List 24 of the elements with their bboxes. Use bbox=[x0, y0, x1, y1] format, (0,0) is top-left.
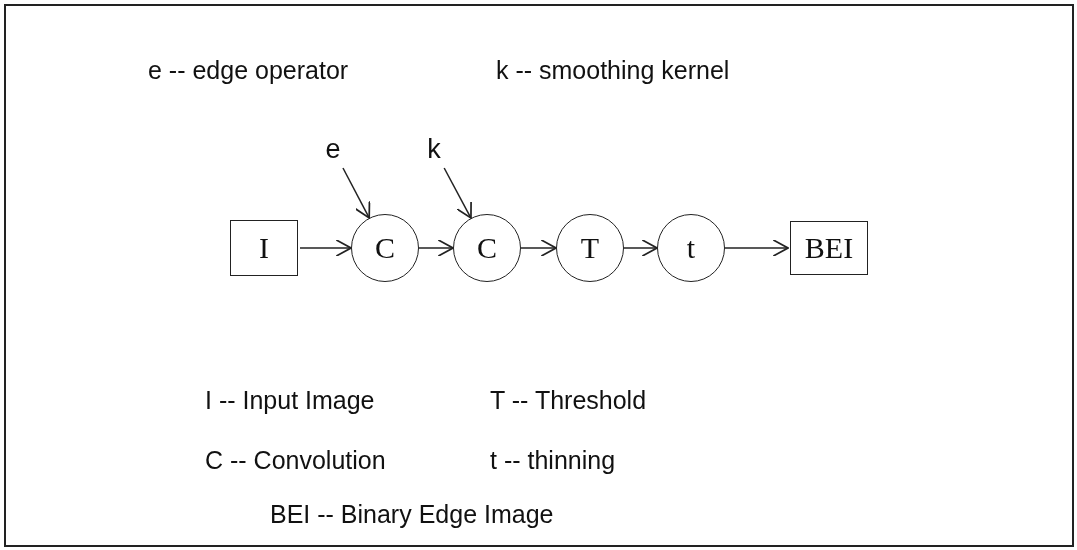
operator-symbol: k bbox=[427, 133, 441, 165]
arrow bbox=[299, 239, 352, 257]
legend-text: k -- smoothing kernel bbox=[496, 56, 730, 85]
arrow bbox=[342, 167, 371, 219]
process-box bbox=[230, 220, 298, 276]
legend-text: T -- Threshold bbox=[490, 386, 647, 415]
arrow bbox=[724, 239, 789, 257]
node-label: T bbox=[580, 231, 600, 265]
legend-text: C -- Convolution bbox=[205, 446, 386, 475]
node-label: I bbox=[259, 231, 269, 265]
node-label: t bbox=[686, 231, 696, 265]
legend-text: e -- edge operator bbox=[148, 56, 349, 85]
legend-text: BEI -- Binary Edge Image bbox=[270, 500, 554, 529]
arrow bbox=[443, 167, 472, 219]
node-label: C bbox=[477, 231, 497, 265]
legend-text: t -- thinning bbox=[490, 446, 616, 475]
node-label: BEI bbox=[804, 231, 854, 265]
process-box bbox=[790, 221, 868, 275]
arrow bbox=[520, 239, 557, 257]
node-label: C bbox=[375, 231, 395, 265]
operator-symbol: e bbox=[325, 133, 341, 165]
legend-text: I -- Input Image bbox=[205, 386, 375, 415]
arrow bbox=[418, 239, 454, 257]
arrow bbox=[623, 239, 658, 257]
